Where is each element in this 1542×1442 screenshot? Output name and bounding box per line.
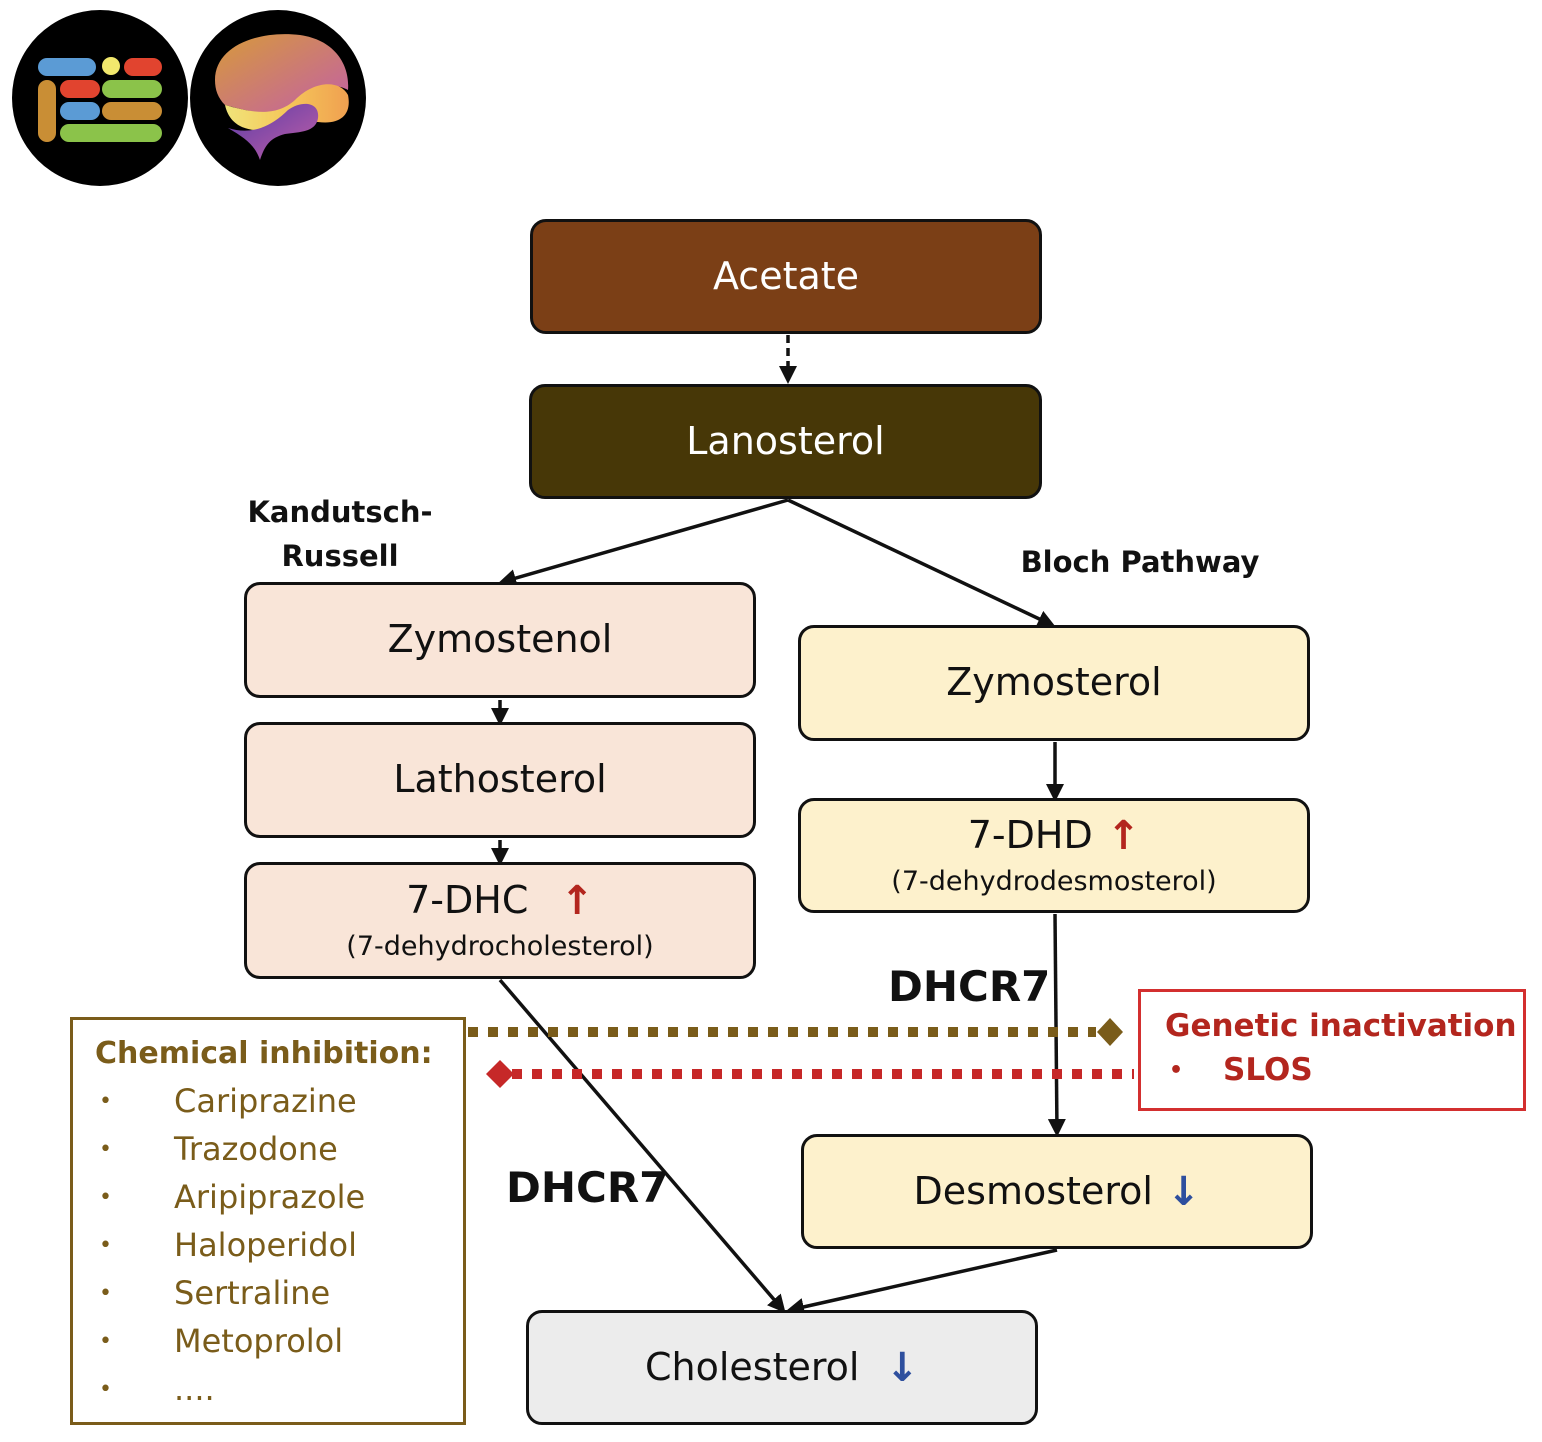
list-item-label: Aripiprazole bbox=[174, 1178, 366, 1216]
bloch-pathway-label: Bloch Pathway bbox=[1020, 545, 1260, 579]
list-item-label: Haloperidol bbox=[174, 1226, 357, 1264]
node-7dhd-sublabel: (7-dehydrodesmosterol) bbox=[891, 866, 1217, 897]
genetic-inactivation-list: • SLOS bbox=[1165, 1052, 1523, 1088]
list-item: • Trazodone bbox=[95, 1125, 463, 1173]
increase-arrow-icon: ↑ bbox=[1106, 813, 1141, 859]
arrow-7dhc-to-cholesterol bbox=[498, 978, 786, 1314]
decrease-arrow-icon: ↓ bbox=[885, 1344, 919, 1391]
bullet-icon: • bbox=[99, 1232, 112, 1258]
node-zymostenol: Zymostenol bbox=[244, 582, 756, 698]
list-item: •.... bbox=[95, 1365, 463, 1413]
node-lanosterol-label: Lanosterol bbox=[686, 418, 885, 463]
list-item: • Cariprazine bbox=[95, 1077, 463, 1125]
bullet-icon: • bbox=[99, 1376, 112, 1402]
bullet-icon: • bbox=[99, 1136, 112, 1162]
node-cholesterol-label: Cholesterol bbox=[645, 1344, 860, 1389]
brain-icon bbox=[215, 34, 349, 160]
list-item-label: Metoprolol bbox=[174, 1322, 344, 1360]
arrow-desmosterol-to-cholesterol bbox=[786, 1248, 1058, 1316]
node-lathosterol-label: Lathosterol bbox=[393, 757, 607, 802]
node-7dhc: 7-DHC ↑ (7-dehydrocholesterol) bbox=[244, 862, 756, 979]
arrow-lanosterol-to-zymostenol bbox=[498, 498, 789, 587]
app-grid-icon bbox=[38, 57, 162, 142]
list-item: • Aripiprazole bbox=[95, 1173, 463, 1221]
node-zymostenol-label: Zymostenol bbox=[387, 617, 613, 662]
brain-logo bbox=[190, 10, 366, 186]
node-7dhc-sublabel: (7-dehydrocholesterol) bbox=[346, 931, 654, 962]
bullet-icon: • bbox=[99, 1328, 112, 1354]
bullet-icon: • bbox=[99, 1088, 112, 1114]
list-item-label: Cariprazine bbox=[174, 1082, 357, 1120]
enzyme-dhcr7-bloch: DHCR7 bbox=[888, 962, 1051, 1011]
node-cholesterol: Cholesterol ↓ bbox=[526, 1310, 1038, 1425]
increase-arrow-icon: ↑ bbox=[560, 878, 594, 924]
node-zymosterol-label: Zymosterol bbox=[946, 660, 1162, 705]
genetic-inactivation-title: Genetic inactivation bbox=[1165, 1008, 1517, 1044]
genetic-inactivation-diamond bbox=[486, 1060, 514, 1088]
arrow-lanosterol-to-zymosterol bbox=[787, 498, 1056, 628]
node-acetate: Acetate bbox=[530, 219, 1042, 334]
list-item: • SLOS bbox=[1165, 1052, 1523, 1088]
genetic-inactivation-box: Genetic inactivation • SLOS bbox=[1138, 989, 1526, 1111]
bullet-icon: • bbox=[1169, 1057, 1184, 1083]
bullet-icon: • bbox=[99, 1280, 112, 1306]
chemical-inhibition-diamond bbox=[1097, 1018, 1123, 1046]
list-item-label: Sertraline bbox=[174, 1274, 331, 1312]
node-lathosterol: Lathosterol bbox=[244, 722, 756, 838]
list-item-label: .... bbox=[174, 1370, 215, 1408]
enzyme-dhcr7-kandutsch: DHCR7 bbox=[506, 1163, 669, 1212]
list-item-label: Trazodone bbox=[174, 1130, 338, 1168]
kandutsch-russell-line1: Kandutsch-Russell bbox=[247, 495, 433, 573]
chemical-inhibition-list: • Cariprazine • Trazodone • Aripiprazole • Halo… bbox=[95, 1077, 463, 1413]
node-desmosterol: Desmosterol ↓ bbox=[801, 1134, 1313, 1249]
node-lanosterol: Lanosterol bbox=[529, 384, 1042, 499]
chemical-inhibition-title: Chemical inhibition: bbox=[95, 1036, 433, 1071]
node-desmosterol-label: Desmosterol bbox=[913, 1168, 1153, 1213]
arrow-7dhd-to-desmosterol bbox=[1047, 913, 1066, 1137]
list-item: • Sertraline bbox=[95, 1269, 463, 1317]
node-zymosterol: Zymosterol bbox=[798, 625, 1310, 741]
list-item-label: SLOS bbox=[1223, 1052, 1313, 1088]
bullet-icon: • bbox=[99, 1184, 112, 1210]
app-grid-logo bbox=[12, 10, 188, 186]
decrease-arrow-icon: ↓ bbox=[1166, 1168, 1201, 1215]
list-item: • Metoprolol bbox=[95, 1317, 463, 1365]
node-7dhd-label: 7-DHD bbox=[967, 813, 1093, 858]
chemical-inhibition-box: Chemical inhibition: • Cariprazine • Trazod… bbox=[70, 1017, 466, 1425]
list-item: • Haloperidol bbox=[95, 1221, 463, 1269]
node-acetate-label: Acetate bbox=[712, 253, 860, 298]
node-7dhc-label: 7-DHC bbox=[406, 878, 529, 923]
node-7dhd: 7-DHD ↑ (7-dehydrodesmosterol) bbox=[798, 798, 1310, 913]
